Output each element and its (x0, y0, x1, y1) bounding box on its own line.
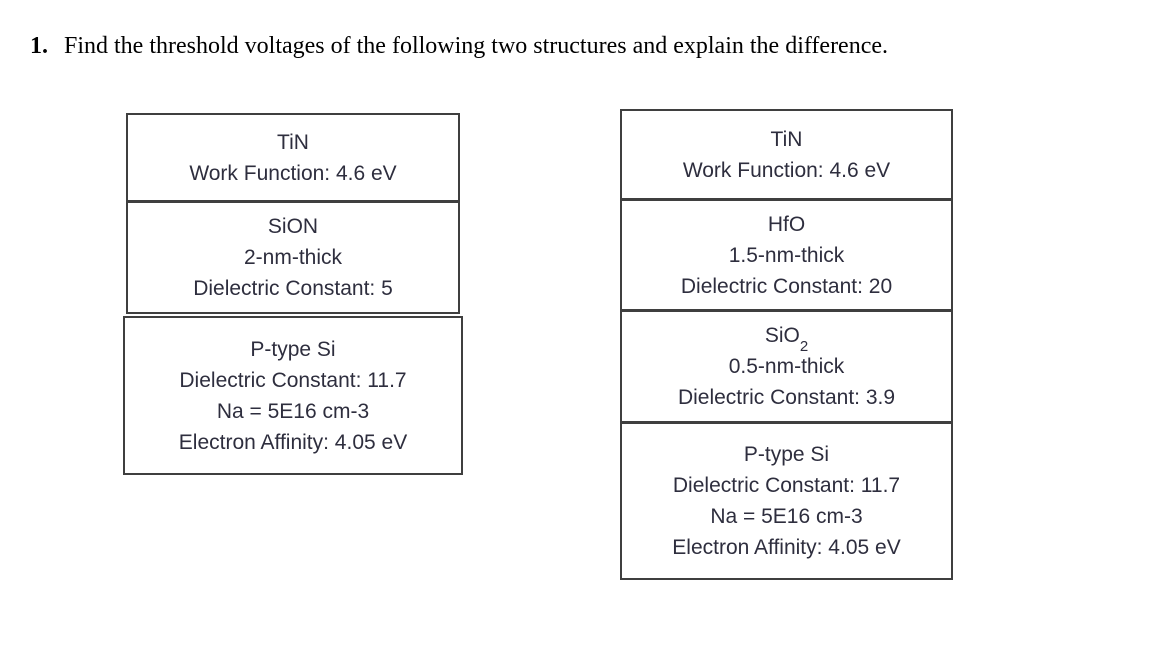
layer-material-label: SiON (267, 215, 319, 238)
layer-substrate-ptype-si: P-type Si Dielectric Constant: 11.7 Na =… (123, 316, 463, 475)
layer-thickness: 0.5-nm-thick (728, 355, 845, 378)
layer-substrate-ptype-si: P-type Si Dielectric Constant: 11.7 Na =… (620, 422, 953, 580)
mos-structure-right: TiN Work Function: 4.6 eV HfO 1.5-nm-thi… (620, 109, 953, 580)
layer-gate-tin: TiN Work Function: 4.6 eV (620, 109, 953, 200)
question-text: Find the threshold voltages of the follo… (64, 33, 889, 59)
layer-dielectric-constant: Dielectric Constant: 11.7 (179, 368, 407, 392)
layer-dielectric-constant: Dielectric Constant: 20 (680, 274, 893, 298)
layer-dielectric-constant: Dielectric Constant: 5 (193, 277, 393, 300)
layer-material-label: P-type Si (250, 337, 336, 361)
layer-dielectric-sion: SiON 2-nm-thick Dielectric Constant: 5 (126, 201, 460, 314)
layer-electron-affinity: Electron Affinity: 4.05 eV (672, 536, 901, 559)
question-number: 1. (30, 33, 48, 59)
layer-material-label: HfO (767, 212, 806, 236)
layer-thickness: 2-nm-thick (243, 246, 343, 269)
mos-structure-left: TiN Work Function: 4.6 eV SiON 2-nm-thic… (123, 113, 463, 475)
layer-electron-affinity: Electron Affinity: 4.05 eV (178, 430, 408, 454)
layer-work-function: Work Function: 4.6 eV (682, 158, 891, 182)
layer-dielectric-hfo: HfO 1.5-nm-thick Dielectric Constant: 20 (620, 199, 953, 311)
layer-doping: Na = 5E16 cm-3 (710, 505, 863, 528)
layer-work-function: Work Function: 4.6 eV (189, 161, 397, 185)
question-line: 1. Find the threshold voltages of the fol… (30, 33, 1150, 60)
layer-thickness: 1.5-nm-thick (728, 243, 845, 267)
layer-material-label: P-type Si (743, 443, 830, 466)
chem-formula-subscript: 2 (799, 338, 809, 356)
layer-dielectric-sio2: SiO2 0.5-nm-thick Dielectric Constant: 3… (620, 310, 953, 423)
layer-doping: Na = 5E16 cm-3 (216, 399, 370, 423)
layer-dielectric-constant: Dielectric Constant: 3.9 (677, 386, 896, 409)
layer-material-label: TiN (770, 127, 803, 151)
layer-dielectric-constant: Dielectric Constant: 11.7 (672, 474, 901, 497)
chem-formula-base: SiO (764, 324, 800, 347)
layer-material-label: TiN (277, 130, 309, 154)
layer-gate-tin: TiN Work Function: 4.6 eV (126, 113, 460, 202)
layer-material-label: SiO2 (764, 320, 808, 354)
